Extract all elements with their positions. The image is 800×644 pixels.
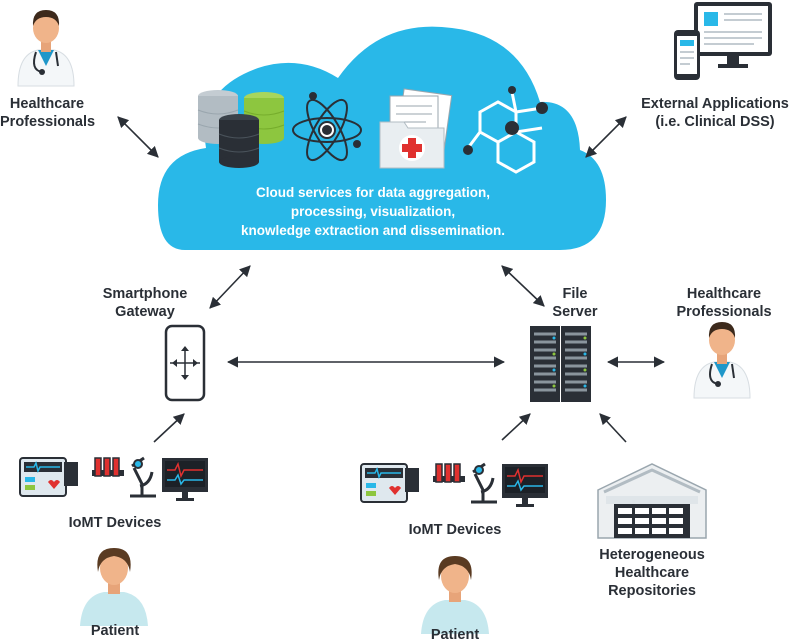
cloud-services-description: Cloud services for data aggregation, pro…	[240, 185, 506, 238]
ecg-device-icon	[360, 463, 420, 503]
patient-left-label: Patient	[90, 623, 140, 639]
heterogeneous-repositories-label: Heterogeneous Healthcare Repositories	[599, 547, 705, 599]
file-server-label: File Server	[552, 286, 598, 320]
iomt-devices-mid-label: IoMT Devices	[408, 522, 502, 538]
arrow-hp-cloud	[117, 116, 159, 158]
monitor-icon	[501, 463, 549, 508]
smartphone-icon	[674, 30, 700, 80]
patient-mid-label: Patient	[430, 627, 480, 643]
patient-icon	[421, 556, 489, 634]
doctor-icon	[17, 9, 75, 87]
healthcare-professionals-right-label: Healthcare Professionals	[676, 286, 772, 320]
server-rack-icon	[530, 326, 591, 402]
arrow-gateway-cloud	[209, 265, 251, 309]
test-tubes-icon	[90, 456, 158, 498]
medical-folder-icon	[379, 88, 453, 169]
iomt-devices-left-label: IoMT Devices	[68, 515, 162, 531]
database-icon	[197, 90, 285, 168]
arrow-ext-cloud	[585, 116, 627, 158]
doctor-icon	[693, 321, 751, 399]
test-tubes-icon	[431, 462, 499, 504]
molecule-icon	[463, 86, 548, 174]
smartphone-icon	[164, 324, 206, 402]
arrow-iomt-server	[501, 413, 531, 441]
smartphone-gateway-label: Smartphone Gateway	[102, 286, 188, 320]
monitor-icon	[161, 457, 209, 502]
arrow-repo-server	[599, 413, 627, 443]
ecg-device-icon	[19, 457, 79, 497]
arrow-server-cloud	[501, 265, 545, 307]
warehouse-icon	[597, 463, 707, 539]
atom-icon	[292, 92, 362, 162]
arrow-iomt-gateway	[153, 413, 185, 443]
patient-icon	[80, 548, 148, 626]
healthcare-professionals-top-label: Healthcare Professionals	[0, 96, 96, 130]
external-applications-label: External Applications (i.e. Clinical DSS…	[641, 96, 789, 130]
monitor-icon	[694, 2, 772, 68]
